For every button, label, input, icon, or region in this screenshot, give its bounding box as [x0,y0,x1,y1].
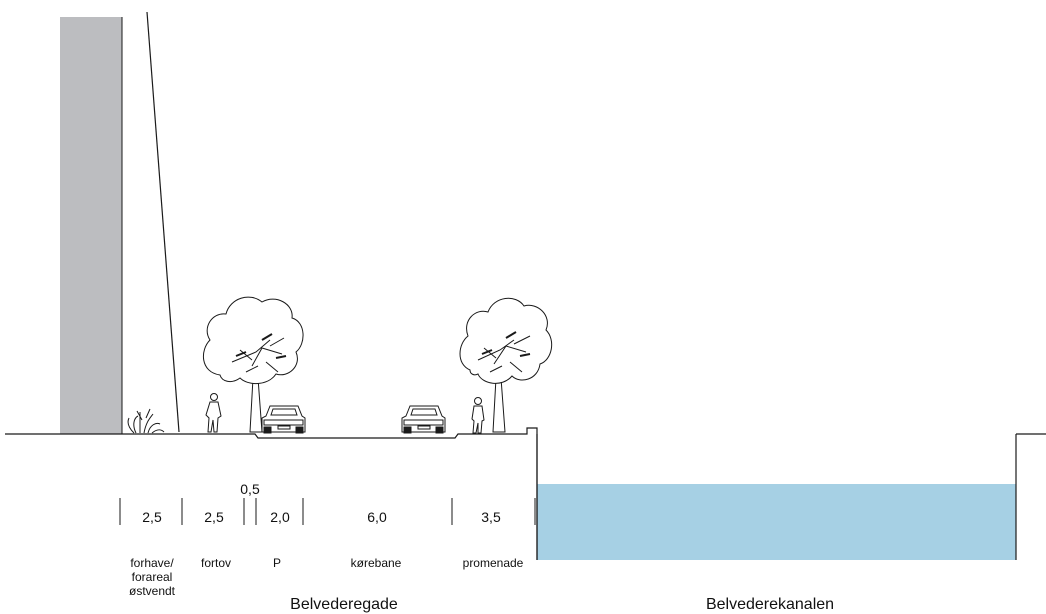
zone-label: P [272,556,282,570]
street-name: Belvederegade [290,596,398,613]
dimension-value: 6,0 [367,509,387,525]
dimension-ticks [119,498,536,525]
dimension-value: 2,0 [270,509,290,525]
ground-line [5,427,538,484]
facade-line [146,11,180,433]
zone-label: forhave/ forareal østvendt [128,556,176,598]
tree-icon [202,296,304,433]
canal-name: Belvederekanalen [705,596,835,613]
car-icon [261,405,306,434]
zone-label: fortov [200,556,232,570]
dimension-value: 3,5 [481,509,501,525]
dimension-value: 0,5 [240,481,260,497]
pedestrian-icon [471,397,485,434]
zone-label: promenade [462,556,524,570]
tree-icon [459,297,553,433]
car-icon [401,405,446,434]
zone-label: kørebane [350,556,402,570]
shrub-icon [127,408,165,434]
dimension-value: 2,5 [204,509,224,525]
building-facade [60,17,122,434]
canal-water [537,484,1016,560]
pedestrian-icon [205,393,222,433]
dimension-value: 2,5 [142,509,162,525]
